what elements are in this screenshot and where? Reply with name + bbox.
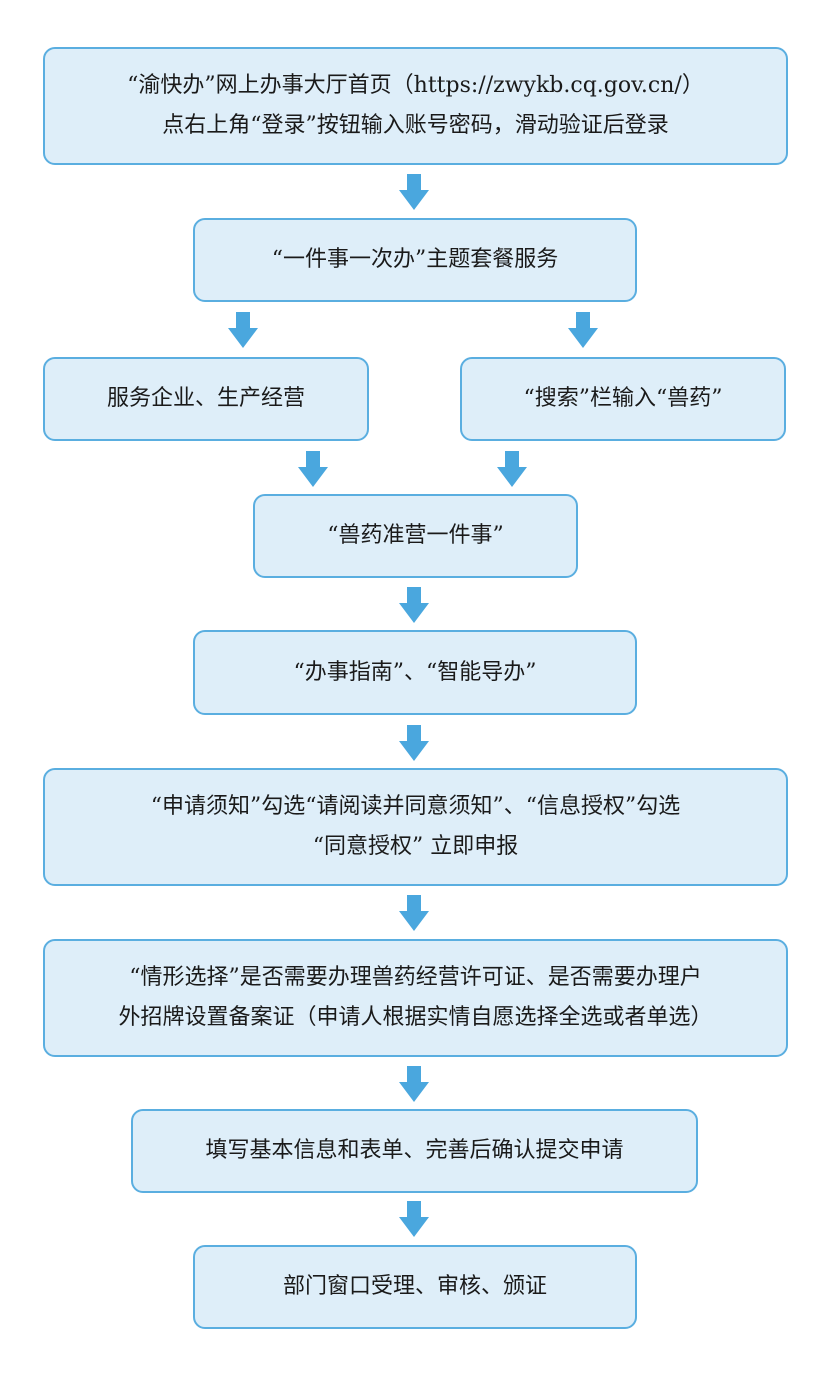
down-arrow-icon xyxy=(399,895,429,931)
step-vet-drug-item-label: “兽药准营一件事” xyxy=(327,523,504,548)
down-arrow-icon xyxy=(298,451,328,487)
step-search-label: “搜索”栏输入“兽药” xyxy=(523,386,723,411)
down-arrow-icon xyxy=(399,1201,429,1237)
down-arrow-icon xyxy=(399,725,429,761)
step-fill-form: 填写基本信息和表单、完善后确认提交申请 xyxy=(131,1109,698,1193)
step-acceptance-label: 部门窗口受理、审核、颁证 xyxy=(282,1274,547,1299)
step-application-notice-line2: “同意授权” 立即申报 xyxy=(312,834,519,859)
down-arrow-icon xyxy=(228,312,258,348)
step-login: “渝快办”网上办事大厅首页（https://zwykb.cq.gov.cn/） … xyxy=(43,47,788,165)
step-situation-selection-line1: “情形选择”是否需要办理兽药经营许可证、是否需要办理户 xyxy=(129,965,702,990)
step-theme-service: “一件事一次办”主题套餐服务 xyxy=(193,218,637,302)
step-guide-label: “办事指南”、“智能导办” xyxy=(293,659,537,685)
step-application-notice: “申请须知”勾选“请阅读并同意须知”、“信息授权”勾选 “同意授权” 立即申报 xyxy=(43,768,788,886)
step-guide: “办事指南”、“智能导办” xyxy=(193,630,637,715)
down-arrow-icon xyxy=(399,174,429,210)
step-acceptance: 部门窗口受理、审核、颁证 xyxy=(193,1245,637,1329)
down-arrow-icon xyxy=(497,451,527,487)
step-search: “搜索”栏输入“兽药” xyxy=(460,357,786,441)
step-fill-form-label: 填写基本信息和表单、完善后确认提交申请 xyxy=(205,1138,624,1163)
step-vet-drug-item: “兽药准营一件事” xyxy=(253,494,578,578)
step-situation-selection: “情形选择”是否需要办理兽药经营许可证、是否需要办理户 外招牌设置备案证（申请人… xyxy=(43,939,788,1057)
step-enterprise-service-label: 服务企业、生产经营 xyxy=(106,386,305,411)
step-login-line1: “渝快办”网上办事大厅首页（https://zwykb.cq.gov.cn/） xyxy=(127,73,704,98)
down-arrow-icon xyxy=(399,1066,429,1102)
step-situation-selection-line2: 外招牌设置备案证（申请人根据实情自愿选择全选或者单选） xyxy=(118,1005,713,1030)
step-login-line2: 点右上角“登录”按钮输入账号密码，滑动验证后登录 xyxy=(162,113,669,138)
step-application-notice-line1: “申请须知”勾选“请阅读并同意须知”、“信息授权”勾选 xyxy=(150,794,681,819)
step-enterprise-service: 服务企业、生产经营 xyxy=(43,357,369,441)
down-arrow-icon xyxy=(399,587,429,623)
down-arrow-icon xyxy=(568,312,598,348)
step-theme-service-label: “一件事一次办”主题套餐服务 xyxy=(271,247,559,272)
